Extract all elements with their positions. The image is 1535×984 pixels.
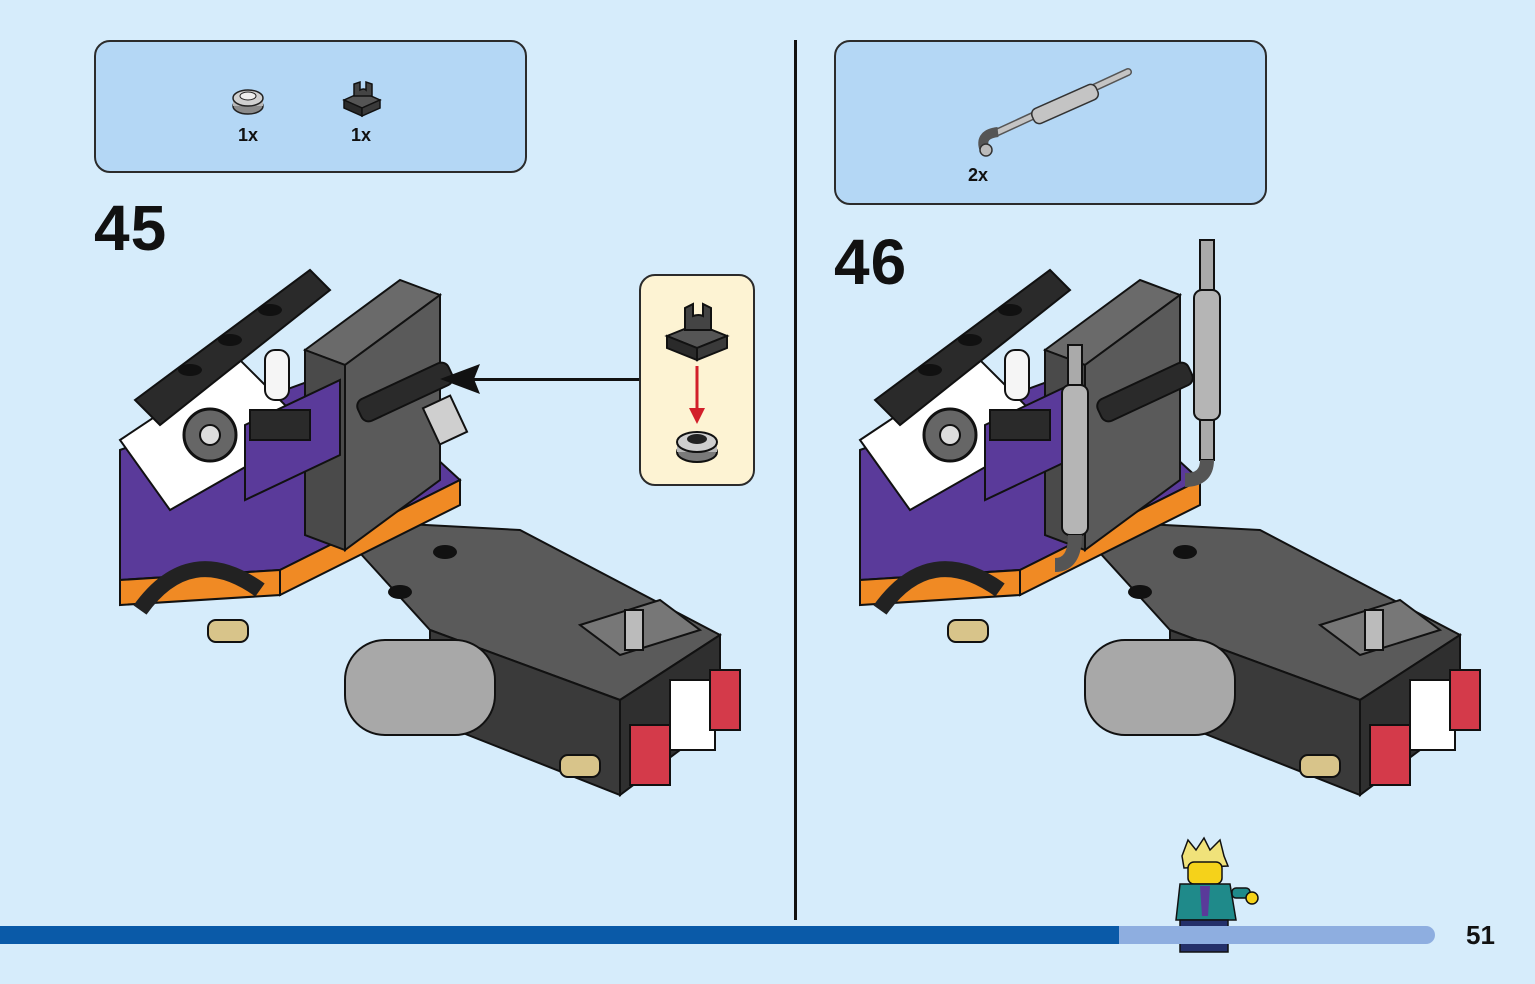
- clip-plate-1x1-icon: [342, 80, 382, 118]
- step-number: 46: [834, 226, 908, 298]
- round-plate-1x1-icon: [232, 89, 264, 115]
- sub-assembly-callout: [639, 274, 755, 486]
- parts-list-step-46: 2x: [834, 40, 1267, 205]
- part-quantity: 1x: [350, 125, 372, 145]
- step-divider: [794, 40, 797, 920]
- exhaust-pipe-icon: [978, 68, 1132, 157]
- parts-list-step-45: 1x 1x: [94, 40, 527, 173]
- page-progress-track: [1119, 926, 1435, 944]
- part-exhaust-pipe: 2x: [968, 62, 1138, 186]
- part-quantity: 2x: [968, 165, 989, 185]
- part-round-plate: 1x: [228, 84, 268, 146]
- callout-arrow-head-icon: [440, 364, 480, 394]
- callout-pointer-line: [470, 378, 640, 381]
- clip-onto-round-plate-icon: [664, 302, 730, 463]
- page-progress-bar: [0, 926, 1119, 944]
- part-quantity: 1x: [237, 125, 259, 145]
- step-number: 45: [94, 192, 168, 264]
- step-46-model-illustration: [840, 235, 1500, 835]
- step-45-model-illustration: [100, 250, 760, 830]
- page-number: 51: [1466, 920, 1495, 950]
- part-clip-plate: 1x: [336, 76, 386, 146]
